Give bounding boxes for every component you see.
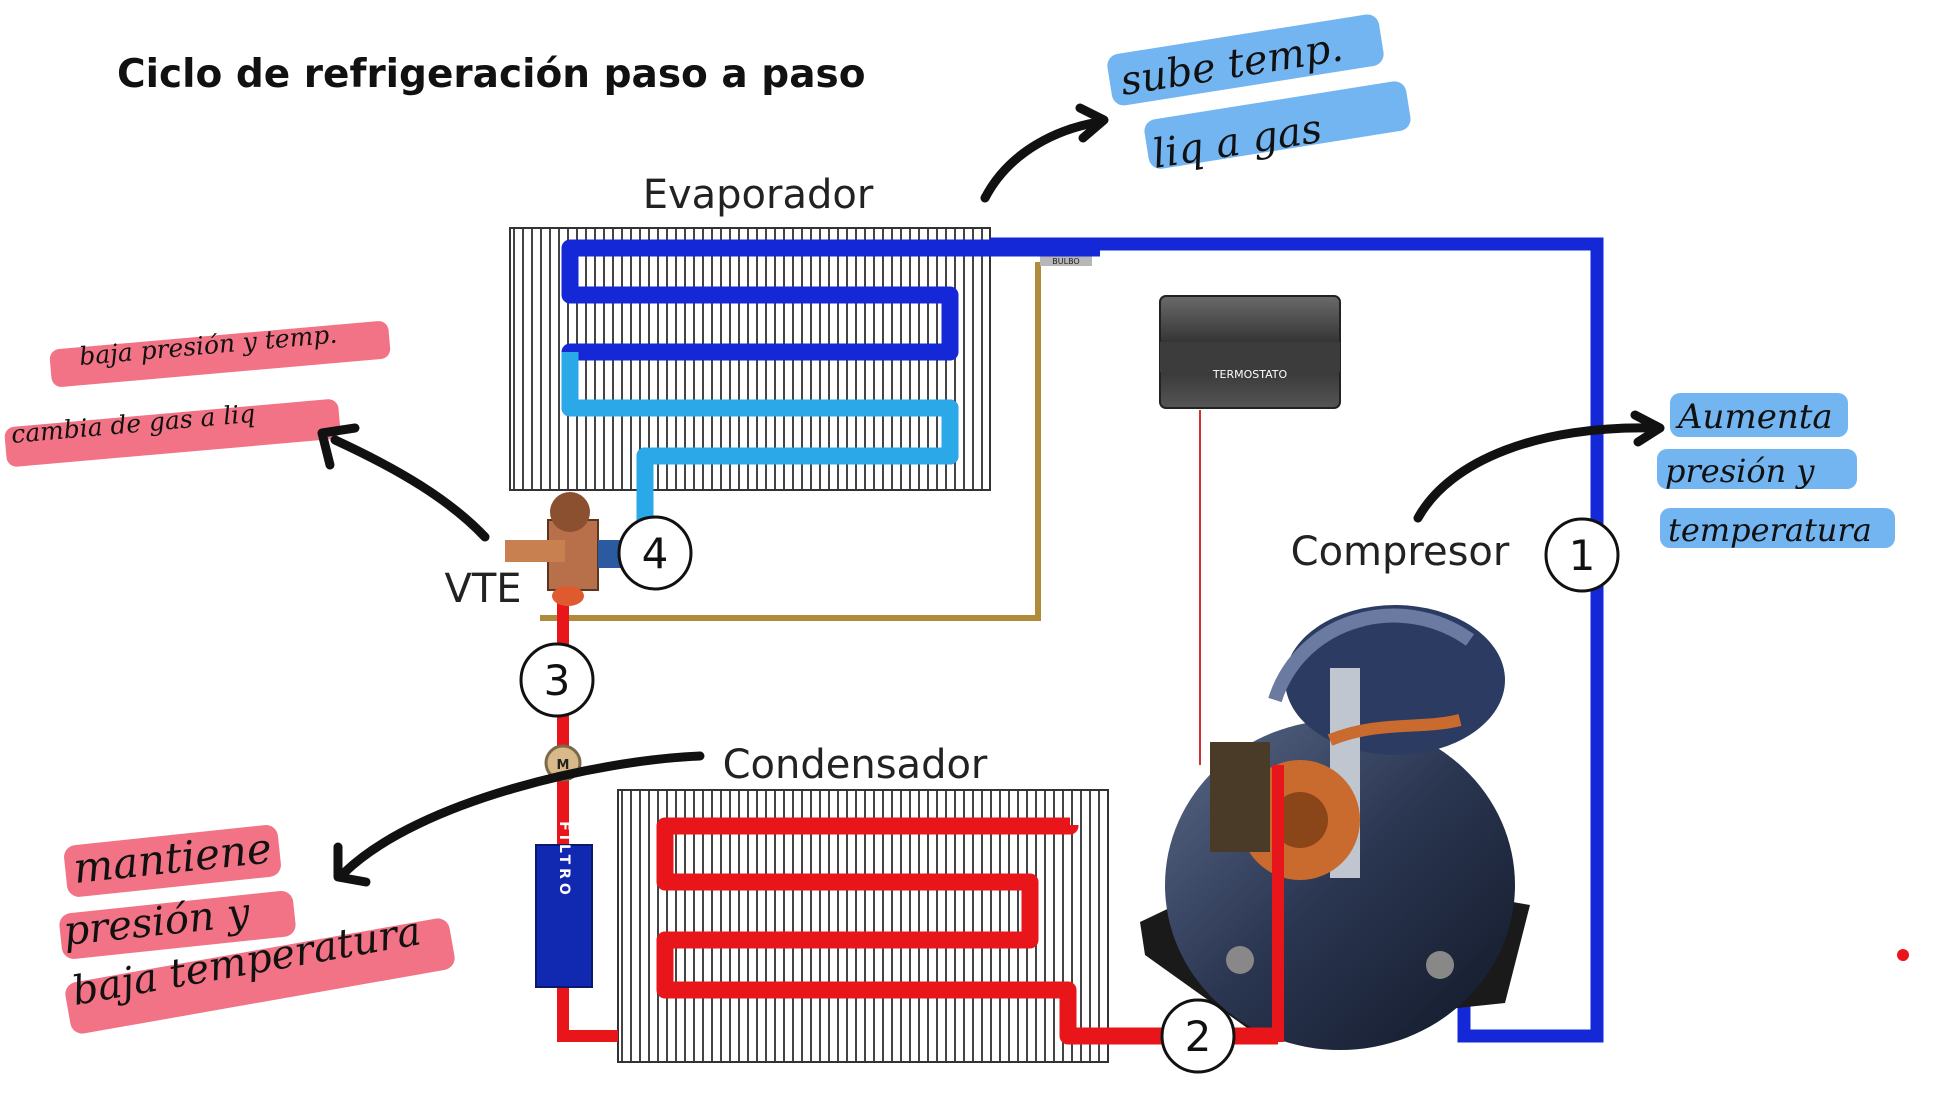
arrow-compressor-head bbox=[1630, 410, 1665, 447]
highlight-evap-1 bbox=[1107, 14, 1384, 106]
thermostat: TERMOSTATO bbox=[1159, 295, 1341, 765]
evaporator bbox=[509, 227, 1100, 535]
step-marker-2: 2 bbox=[1160, 998, 1236, 1074]
highlight-vte-1 bbox=[49, 321, 391, 387]
arrow-vte-head bbox=[317, 423, 360, 470]
note-compresor-line-3: temperatura bbox=[1668, 511, 1872, 549]
step-markers: 1 2 3 4 bbox=[519, 515, 1620, 1074]
note-compresor-line-1: Aumenta bbox=[1675, 397, 1833, 437]
arrow-vte bbox=[330, 435, 490, 542]
step-marker-4: 4 bbox=[617, 515, 693, 591]
arrow-condenser-head bbox=[333, 842, 371, 887]
compressor-label: Compresor bbox=[1291, 529, 1510, 575]
note-compresor: Aumenta presión y temperatura bbox=[1665, 397, 1872, 549]
condenser-label: Condensador bbox=[723, 742, 988, 788]
highlight-cond-2 bbox=[59, 890, 296, 959]
note-highlights bbox=[4, 14, 1895, 1034]
step-marker-3: 3 bbox=[519, 642, 595, 718]
arrow-condenser bbox=[340, 751, 705, 877]
pointer-dot bbox=[1897, 949, 1909, 961]
compressor bbox=[1140, 605, 1530, 1050]
bulb bbox=[1040, 254, 1092, 266]
highlight-cond-1 bbox=[64, 825, 281, 897]
highlight-comp-2 bbox=[1657, 449, 1857, 489]
bulb-label: BULBO bbox=[1052, 257, 1079, 266]
annotation-arrows bbox=[317, 103, 1665, 887]
evaporator-coil-outlet bbox=[561, 352, 959, 535]
svg-text:3: 3 bbox=[544, 656, 571, 705]
condenser-coil bbox=[656, 817, 1278, 1045]
arrow-evaporator-head bbox=[1075, 103, 1109, 143]
svg-text:4: 4 bbox=[642, 529, 669, 578]
bulb-line bbox=[540, 262, 1041, 621]
thermostat-label: TERMOSTATO bbox=[1212, 368, 1288, 381]
highlight-cond-3 bbox=[65, 918, 455, 1034]
highlight-comp-3 bbox=[1660, 508, 1895, 548]
arrow-evaporator bbox=[980, 117, 1105, 203]
svg-text:M: M bbox=[557, 758, 570, 773]
page-title: Ciclo de refrigeración paso a paso bbox=[117, 52, 866, 97]
highlight-comp-1 bbox=[1670, 393, 1848, 437]
svg-text:2: 2 bbox=[1185, 1012, 1212, 1061]
note-condensador-line-1: mantiene bbox=[71, 823, 274, 893]
expansion-valve bbox=[505, 492, 628, 606]
liquid-line bbox=[557, 590, 618, 1042]
svg-text:1: 1 bbox=[1569, 531, 1596, 580]
filter-label: FILTRO bbox=[556, 821, 572, 899]
step-marker-1: 1 bbox=[1544, 517, 1620, 593]
highlight-vte-2 bbox=[4, 399, 341, 467]
highlight-evap-2 bbox=[1144, 81, 1411, 169]
arrow-compressor bbox=[1413, 423, 1660, 523]
evaporator-label: Evaporador bbox=[643, 172, 874, 218]
vte-label: VTE bbox=[444, 566, 521, 612]
note-compresor-line-2: presión y bbox=[1665, 452, 1815, 490]
condenser bbox=[617, 789, 1278, 1063]
filter-drier: FILTRO bbox=[535, 821, 593, 988]
